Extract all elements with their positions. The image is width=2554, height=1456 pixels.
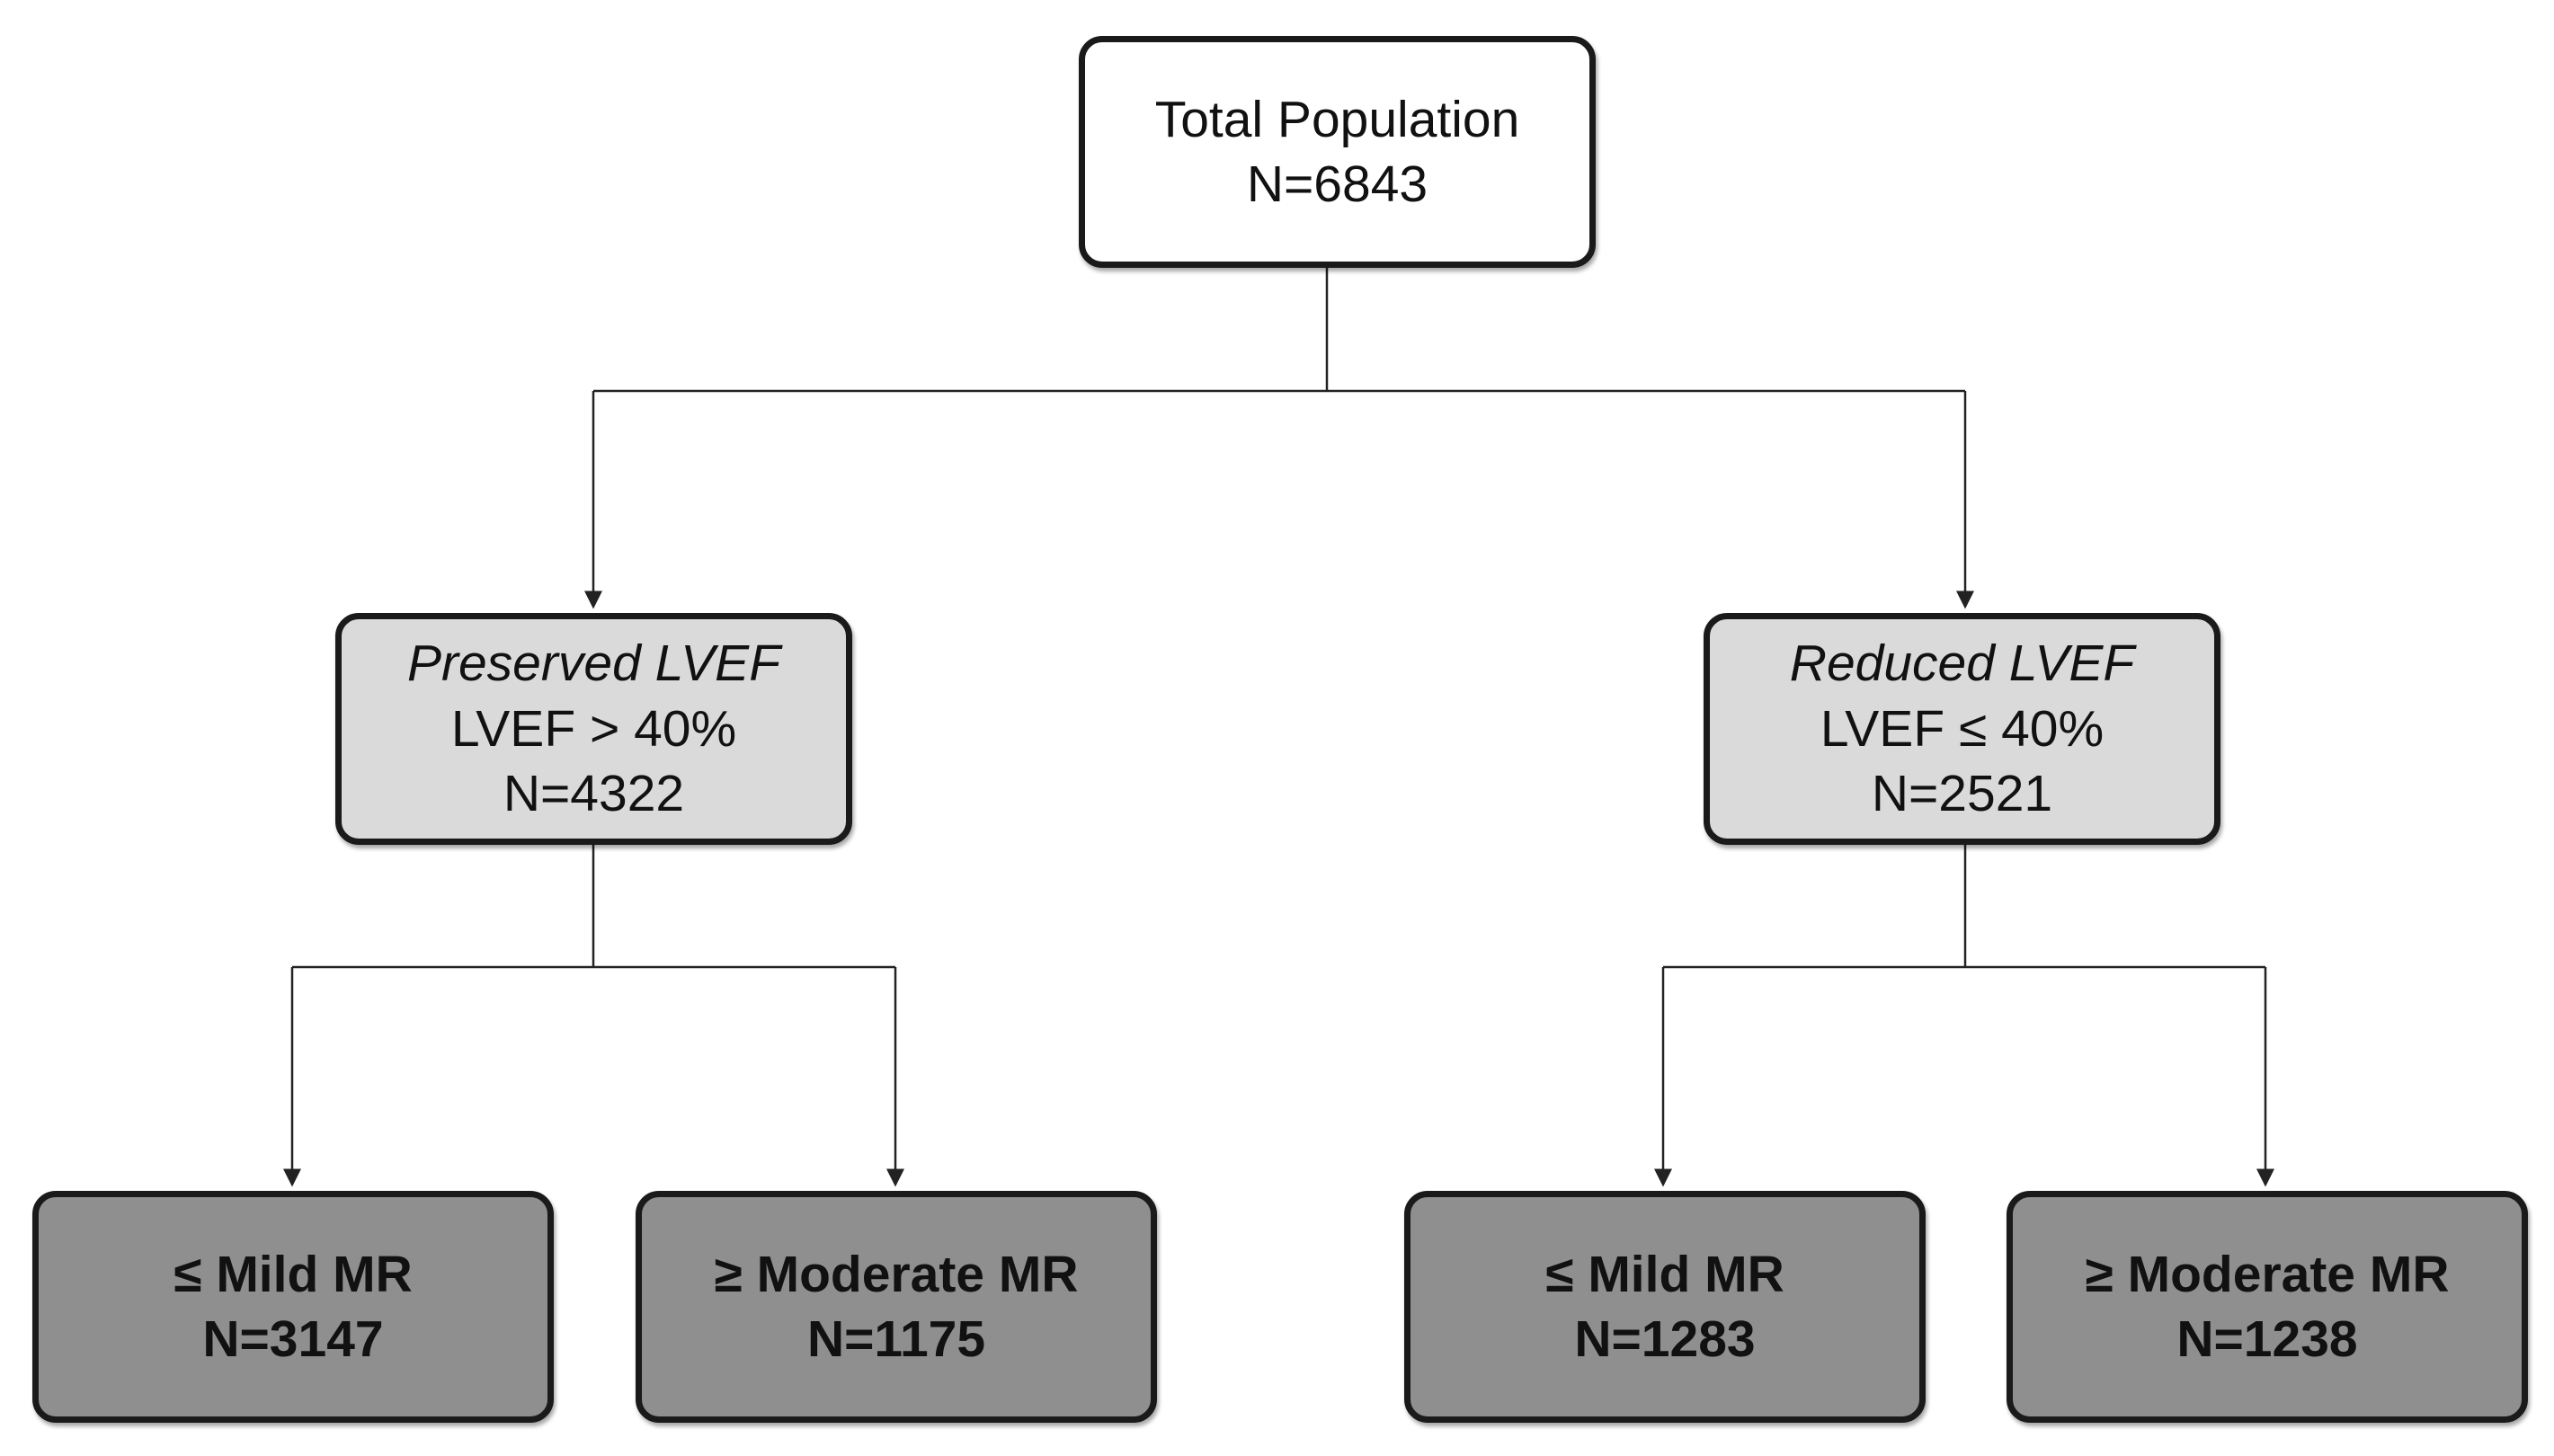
node-count: N=2521 — [1871, 765, 2053, 823]
node-count: N=1175 — [806, 1310, 986, 1368]
total-population-node: Total Population N=6843 — [1079, 36, 1596, 268]
node-title: Reduced LVEF — [1789, 635, 2135, 693]
preserved-moderate-mr-node: ≥ Moderate MR N=1175 — [636, 1191, 1157, 1423]
node-criterion: LVEF ≤ 40% — [1820, 699, 2105, 758]
node-count: N=4322 — [503, 765, 685, 823]
reduced-moderate-mr-node: ≥ Moderate MR N=1238 — [2007, 1191, 2528, 1423]
node-title: Total Population — [1154, 90, 1520, 148]
preserved-mild-mr-node: ≤ Mild MR N=3147 — [32, 1191, 554, 1423]
node-count: N=1238 — [2176, 1310, 2358, 1368]
reduced-lvef-node: Reduced LVEF LVEF ≤ 40% N=2521 — [1704, 613, 2220, 845]
node-label: ≥ Moderate MR — [2085, 1245, 2450, 1303]
preserved-lvef-node: Preserved LVEF LVEF > 40% N=4322 — [335, 613, 852, 845]
node-criterion: LVEF > 40% — [450, 699, 737, 758]
node-label: ≤ Mild MR — [1545, 1245, 1784, 1303]
node-title: Preserved LVEF — [406, 635, 781, 693]
node-count: N=3147 — [202, 1310, 384, 1368]
reduced-mild-mr-node: ≤ Mild MR N=1283 — [1404, 1191, 1926, 1423]
node-label: ≤ Mild MR — [174, 1245, 413, 1303]
node-count: N=1283 — [1574, 1310, 1756, 1368]
node-label: ≥ Moderate MR — [714, 1245, 1079, 1303]
node-count: N=6843 — [1246, 155, 1428, 213]
